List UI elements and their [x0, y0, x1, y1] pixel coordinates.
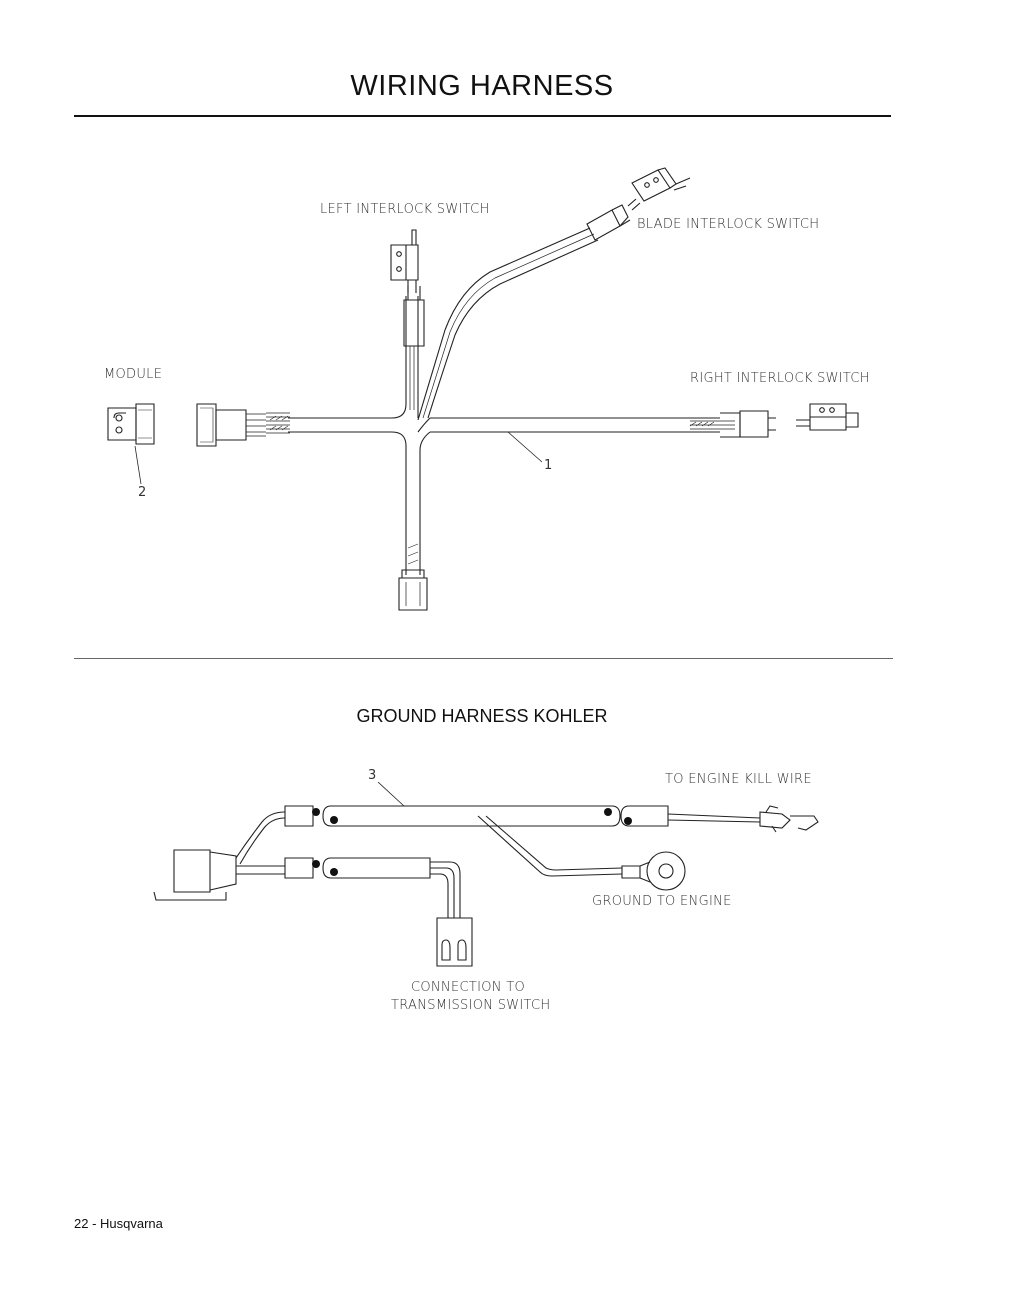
top-run-dots	[312, 808, 632, 825]
right-interlock-label: RIGHT INTERLOCK SWITCH	[690, 371, 870, 386]
title-rule	[74, 115, 891, 117]
engine-kill-connector	[759, 805, 819, 833]
callout-3-leader	[377, 781, 405, 807]
left-interlock-label: LEFT INTERLOCK SWITCH	[320, 202, 490, 217]
engine-kill-label: TO ENGINE KILL WIRE	[665, 772, 812, 787]
callout-3: 3	[368, 768, 377, 783]
right-interlock-connector	[720, 410, 776, 438]
top-run	[284, 805, 761, 827]
ground-branch	[477, 815, 686, 891]
section2-title: GROUND HARNESS KOHLER	[356, 706, 608, 726]
module-label: MODULE	[104, 367, 163, 382]
page-title: WIRING HARNESS	[350, 70, 614, 102]
module-harness-connector	[196, 403, 266, 447]
blade-interlock-label: BLADE INTERLOCK SWITCH	[637, 217, 820, 232]
callout-1: 1	[544, 458, 553, 473]
ground-plug	[153, 811, 286, 901]
module	[107, 403, 155, 485]
transmission-connector	[436, 917, 473, 967]
connection-label-line1: CONNECTION TO	[411, 980, 525, 995]
callout-2: 2	[138, 485, 147, 500]
section-divider	[74, 658, 893, 659]
blade-interlock-switch	[627, 167, 691, 211]
bottom-run-dots	[312, 860, 338, 876]
bottom-run	[284, 857, 461, 918]
connection-label-line2: TRANSMISSION SWITCH	[391, 998, 551, 1013]
ground-engine-label: GROUND TO ENGINE	[592, 894, 732, 909]
blade-branch	[417, 204, 631, 421]
callout-1-leader	[507, 431, 543, 463]
left-interlock-switch	[390, 229, 419, 293]
page-footer: 22 - Husqvarna	[74, 1216, 163, 1231]
left-interlock-branch	[403, 286, 425, 410]
right-interlock-switch	[796, 403, 859, 431]
main-harness	[266, 296, 735, 545]
bottom-connector	[398, 543, 428, 611]
wiring-harness-diagram	[107, 167, 859, 611]
